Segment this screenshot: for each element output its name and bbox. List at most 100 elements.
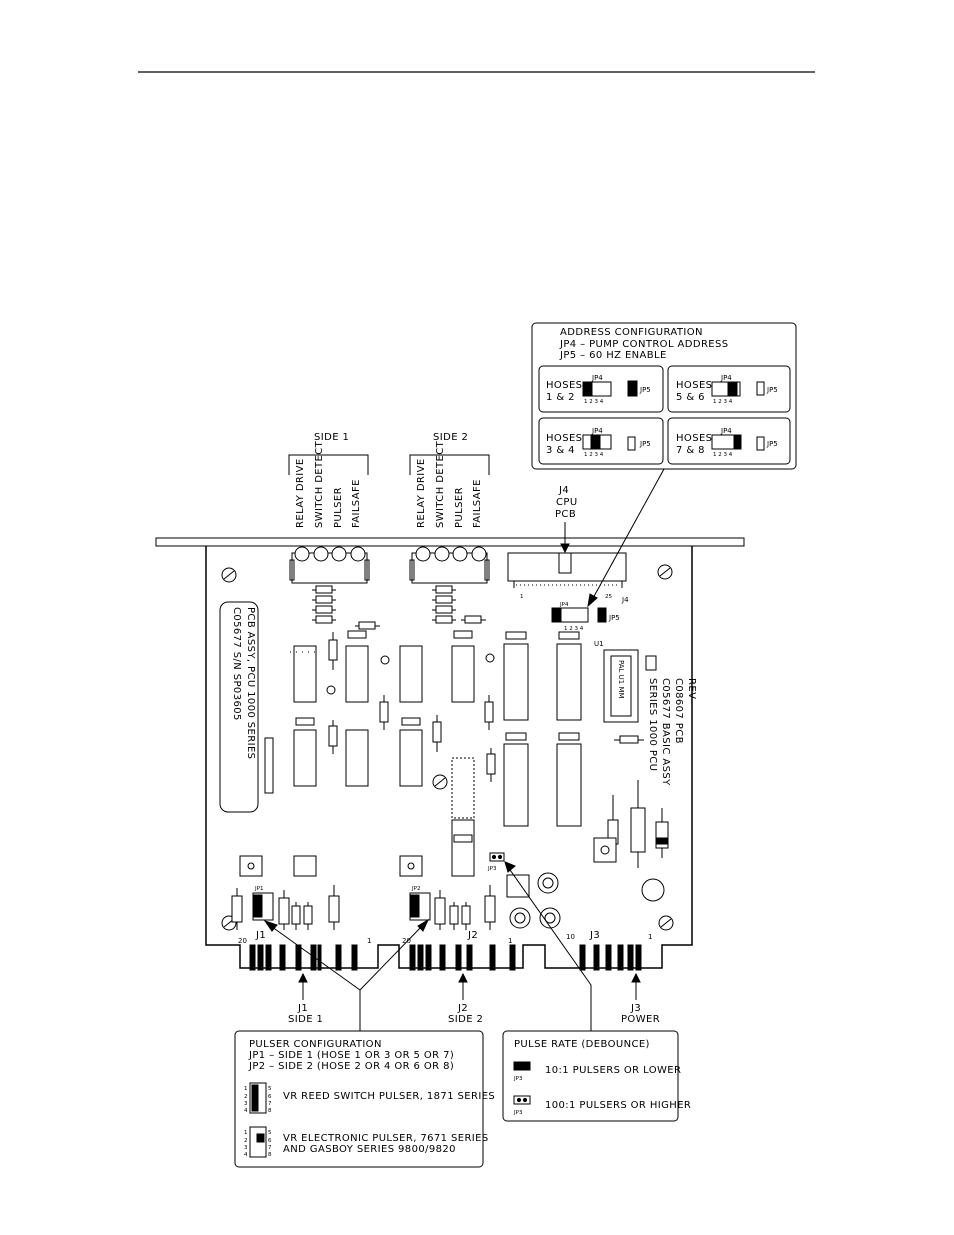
pulse-rate-box: PULSE RATE (DEBOUNCE) JP3 10:1 PULSERS O… bbox=[502, 1030, 691, 1122]
address-configuration-box: ADDRESS CONFIGURATION JP4 – PUMP CONTROL… bbox=[531, 322, 797, 470]
svg-text:8: 8 bbox=[268, 1152, 272, 1158]
svg-text:JP2 – SIDE 2 (HOSE 2 OR 4 OR 6: JP2 – SIDE 2 (HOSE 2 OR 4 OR 6 OR 8) bbox=[248, 1061, 454, 1072]
side-1-title: SIDE 1 bbox=[314, 432, 349, 443]
ic-chips bbox=[290, 630, 582, 877]
svg-text:J1: J1 bbox=[255, 930, 266, 941]
svg-text:PCB: PCB bbox=[555, 509, 576, 520]
svg-text:HOSES: HOSES bbox=[546, 433, 582, 444]
svg-text:1 2 3 4: 1 2 3 4 bbox=[584, 399, 604, 405]
connector-label-j1: J1 SIDE 1 bbox=[288, 972, 323, 1025]
svg-text:7: 7 bbox=[268, 1101, 272, 1107]
edge-connector-j3: 10 J3 1 bbox=[566, 930, 652, 971]
address-box-line2: JP5 – 60 HZ ENABLE bbox=[559, 350, 667, 361]
svg-text:PULSE RATE (DEBOUNCE): PULSE RATE (DEBOUNCE) bbox=[514, 1039, 650, 1050]
connector-label-j2: J2 SIDE 2 bbox=[448, 972, 483, 1025]
svg-text:JP4: JP4 bbox=[591, 374, 603, 382]
pulse-rate-option-high: JP3 100:1 PULSERS OR HIGHER bbox=[513, 1095, 691, 1116]
board-strip bbox=[264, 737, 274, 794]
svg-text:SERIES 1000 PCU: SERIES 1000 PCU bbox=[647, 678, 658, 771]
svg-text:HOSES: HOSES bbox=[546, 380, 582, 391]
svg-text:1: 1 bbox=[520, 594, 524, 600]
svg-text:C05677 BASIC ASSY: C05677 BASIC ASSY bbox=[660, 678, 671, 786]
svg-text:HOSES: HOSES bbox=[676, 433, 712, 444]
edge-connector-j2: 20 J2 1 bbox=[402, 930, 516, 971]
side-1-resistor-stack bbox=[312, 585, 336, 624]
svg-text:1: 1 bbox=[648, 933, 652, 941]
svg-text:C05677 S/N SP03605: C05677 S/N SP03605 bbox=[231, 607, 242, 721]
board-test-points bbox=[326, 653, 495, 695]
svg-text:PULSER: PULSER bbox=[333, 487, 344, 528]
svg-text:JP5: JP5 bbox=[766, 440, 778, 448]
address-leader-arrow bbox=[587, 593, 598, 608]
svg-text:C08607 PCB: C08607 PCB bbox=[673, 678, 684, 744]
svg-text:J4: J4 bbox=[621, 596, 629, 604]
j4-header: 1 25 J4 bbox=[507, 552, 629, 604]
svg-text:HOSES: HOSES bbox=[676, 380, 712, 391]
pal-u1-socket: U1 PAL U1 MM bbox=[594, 640, 657, 723]
svg-text:POWER: POWER bbox=[621, 1014, 660, 1025]
pulser-leader-jp1 bbox=[267, 923, 361, 991]
svg-text:JP3: JP3 bbox=[513, 1076, 523, 1082]
board-small-components bbox=[239, 855, 561, 929]
svg-text:VR ELECTRONIC PULSER, 7671 SER: VR ELECTRONIC PULSER, 7671 SERIES bbox=[283, 1133, 489, 1144]
side-1-led-header bbox=[289, 546, 370, 584]
svg-text:JP5: JP5 bbox=[766, 386, 778, 394]
svg-text:SWITCH DETECT: SWITCH DETECT bbox=[314, 440, 325, 528]
svg-text:1: 1 bbox=[244, 1130, 248, 1136]
svg-text:JP4: JP4 bbox=[591, 427, 603, 435]
board-jp4-jp5: JP4 1 2 3 4 JP5 bbox=[551, 602, 620, 632]
svg-text:JP5: JP5 bbox=[639, 386, 651, 394]
svg-text:JP5: JP5 bbox=[608, 614, 620, 622]
svg-text:J4: J4 bbox=[558, 485, 569, 496]
svg-text:20: 20 bbox=[402, 937, 411, 945]
connector-label-j3: J3 POWER bbox=[621, 972, 660, 1025]
edge-connector-j1: 20 J1 1 bbox=[238, 930, 371, 971]
svg-text:PULSER CONFIGURATION: PULSER CONFIGURATION bbox=[249, 1039, 382, 1050]
board-jp1: JP1 bbox=[252, 886, 274, 921]
svg-text:8: 8 bbox=[268, 1108, 272, 1114]
svg-text:J2: J2 bbox=[467, 930, 478, 941]
side-2-title: SIDE 2 bbox=[433, 432, 468, 443]
address-config-hoses-5-6: HOSES 5 & 6 JP4 1 2 3 4 JP5 bbox=[667, 365, 791, 413]
svg-text:1 2 3 4: 1 2 3 4 bbox=[564, 626, 584, 632]
address-config-hoses-1-2: HOSES 1 & 2 JP4 1 2 3 4 JP5 bbox=[538, 365, 664, 413]
board-lower-resistors bbox=[231, 885, 496, 930]
svg-text:2: 2 bbox=[244, 1138, 248, 1144]
svg-text:10:1 PULSERS OR LOWER: 10:1 PULSERS OR LOWER bbox=[545, 1065, 681, 1076]
mounting-screws bbox=[221, 564, 674, 931]
board-jp3: JP3 bbox=[487, 852, 505, 872]
address-config-hoses-7-8: HOSES 7 & 8 JP4 1 2 3 4 JP5 bbox=[667, 417, 791, 465]
board-jp2: JP2 bbox=[409, 886, 431, 921]
svg-text:4: 4 bbox=[244, 1108, 248, 1114]
pulse-rate-leader bbox=[507, 866, 592, 1031]
svg-text:J2: J2 bbox=[457, 1003, 468, 1014]
svg-text:JP3: JP3 bbox=[487, 866, 497, 872]
svg-text:RELAY DRIVE: RELAY DRIVE bbox=[416, 458, 427, 528]
svg-text:JP4: JP4 bbox=[720, 374, 732, 382]
svg-text:J1: J1 bbox=[297, 1003, 308, 1014]
svg-text:JP1: JP1 bbox=[254, 886, 263, 892]
side-2-resistor-stack bbox=[432, 585, 456, 624]
svg-text:1 2 3 4: 1 2 3 4 bbox=[713, 399, 733, 405]
svg-text:JP3: JP3 bbox=[513, 1110, 523, 1116]
svg-text:5: 5 bbox=[268, 1130, 272, 1136]
svg-text:JP5: JP5 bbox=[639, 440, 651, 448]
svg-text:1 2 3 4: 1 2 3 4 bbox=[584, 452, 604, 458]
side-2-led-labels: SIDE 2 RELAY DRIVE SWITCH DETECT PULSER … bbox=[409, 432, 490, 528]
j4-cpu-pcb-label: J4 CPU PCB bbox=[555, 485, 577, 554]
address-box-title: ADDRESS CONFIGURATION bbox=[560, 327, 703, 338]
svg-text:3: 3 bbox=[244, 1101, 248, 1107]
svg-text:5: 5 bbox=[268, 1086, 272, 1092]
address-config-hoses-3-4: HOSES 3 & 4 JP4 1 2 3 4 JP5 bbox=[538, 417, 664, 465]
svg-text:J3: J3 bbox=[630, 1003, 641, 1014]
svg-text:3: 3 bbox=[244, 1145, 248, 1151]
pcb-board: 1 25 J4 JP4 1 2 3 4 JP5 C05677 bbox=[155, 537, 745, 971]
svg-text:1 & 2: 1 & 2 bbox=[546, 392, 575, 403]
svg-text:REV–: REV– bbox=[686, 678, 697, 705]
svg-text:25: 25 bbox=[605, 594, 612, 600]
board-series-text: SERIES 1000 PCU C05677 BASIC ASSY C08607… bbox=[647, 678, 697, 786]
svg-text:100:1 PULSERS OR HIGHER: 100:1 PULSERS OR HIGHER bbox=[545, 1100, 691, 1111]
side-1-led-labels: SIDE 1 RELAY DRIVE SWITCH DETECT PULSER … bbox=[288, 432, 369, 528]
address-box-line1: JP4 – PUMP CONTROL ADDRESS bbox=[559, 339, 729, 350]
